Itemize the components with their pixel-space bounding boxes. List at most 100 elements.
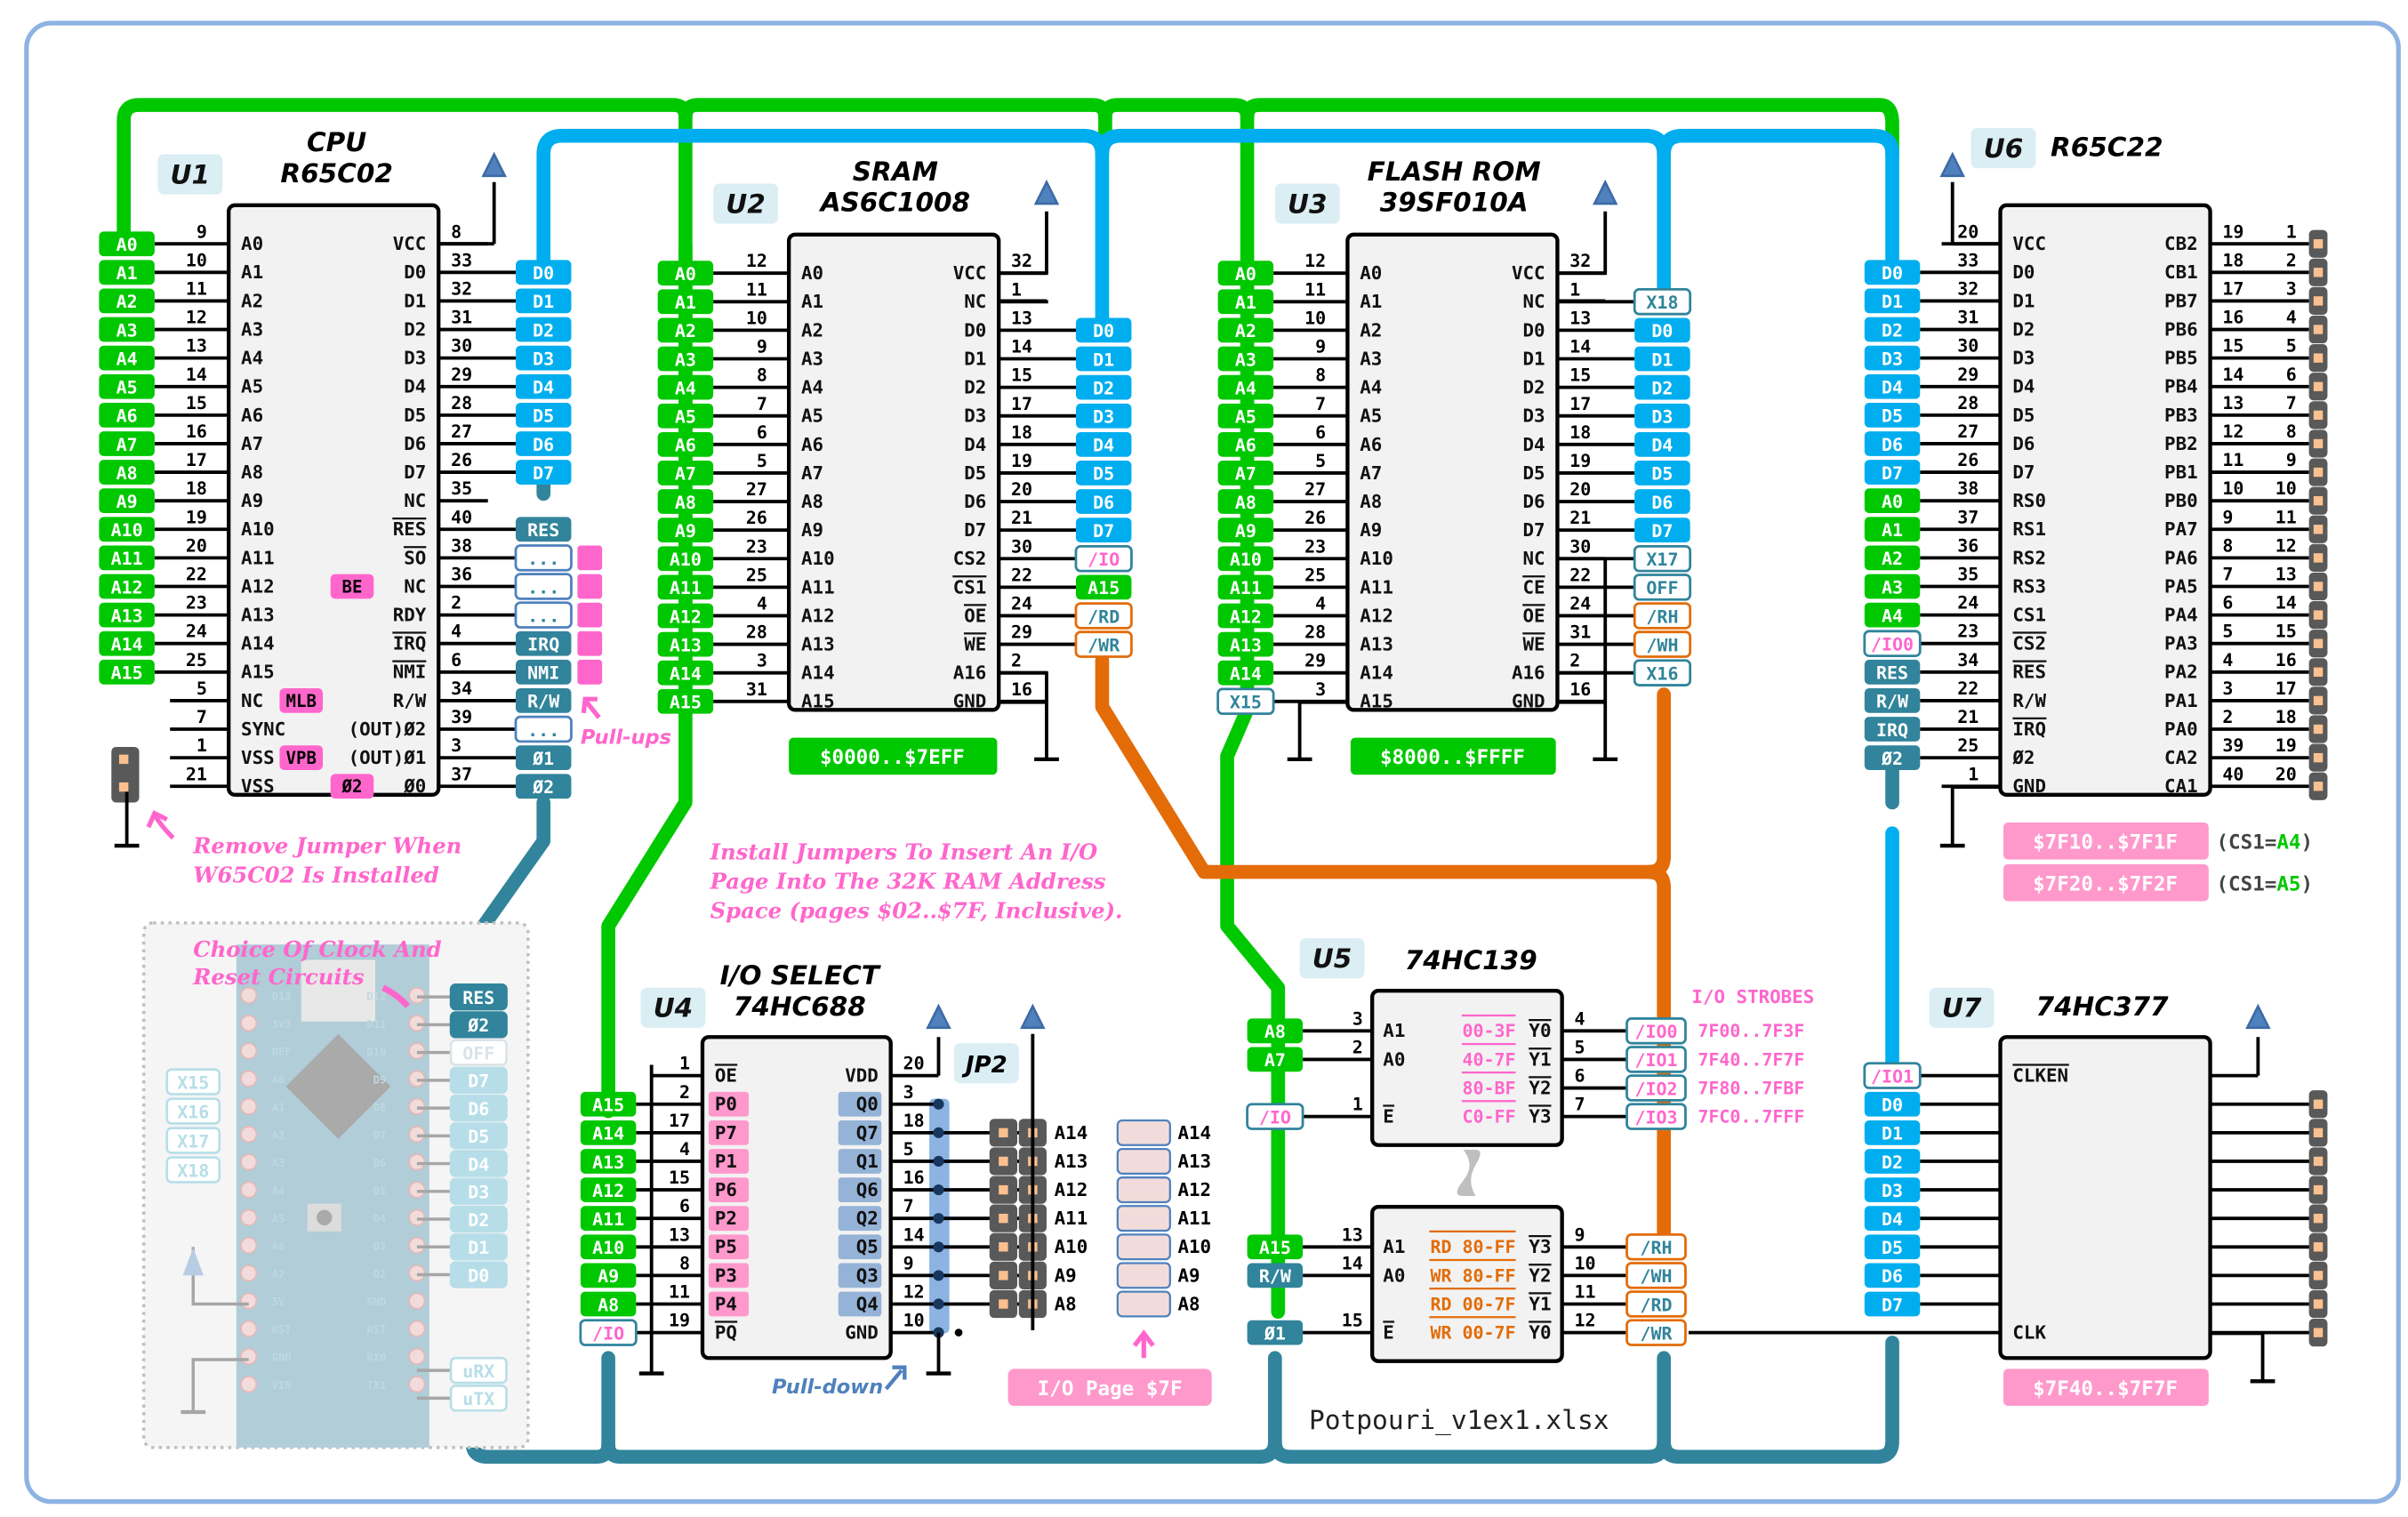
pin-highlight xyxy=(838,1177,882,1202)
net-A0-box xyxy=(1864,488,1921,514)
pin-name: PB2 xyxy=(2164,433,2198,454)
net-D5-text: D5 xyxy=(1651,463,1673,485)
file-name-label: Potpouri_v1ex1.xlsx xyxy=(1309,1405,1609,1436)
pin-number: 26 xyxy=(1957,449,1979,470)
net-A12-box xyxy=(1217,603,1274,629)
net-A10-text: A10 xyxy=(592,1237,624,1258)
pin-number: 14 xyxy=(2222,364,2243,385)
usb-connector xyxy=(301,959,376,1022)
pin-name: PA3 xyxy=(2164,633,2198,654)
net--text: ... xyxy=(527,719,559,741)
pin-name: PB1 xyxy=(2164,462,2198,483)
header-pad xyxy=(2313,752,2324,763)
pin-name: A9 xyxy=(1360,519,1382,541)
net-A7-text: A7 xyxy=(1264,1049,1286,1071)
net-D5-box xyxy=(1864,402,1921,428)
pin-number: 20 xyxy=(1569,478,1591,500)
arduino-net-tag xyxy=(449,983,508,1011)
decode-range: 00-3F xyxy=(1463,1020,1516,1041)
net-A3-box xyxy=(1864,574,1921,599)
net-D2-box xyxy=(1634,374,1690,400)
jumper-address-label: A14 xyxy=(1055,1122,1088,1144)
vcc-arrow-icon xyxy=(1592,179,1618,205)
net-D5-box xyxy=(1864,1234,1921,1260)
net-A5-box xyxy=(657,403,714,429)
net-IO3-box xyxy=(1625,1103,1687,1130)
pin-number: 38 xyxy=(1957,478,1979,499)
pin-number: 6 xyxy=(451,649,462,670)
pin-name: A5 xyxy=(241,376,263,397)
pin-number: 19 xyxy=(2222,221,2243,242)
pin-name: A7 xyxy=(241,433,263,454)
net-D4-text: D4 xyxy=(1882,1208,1903,1230)
header-pin-number: 17 xyxy=(2276,678,2297,699)
header-pad xyxy=(2313,438,2324,449)
net-RW-box xyxy=(1247,1263,1304,1288)
net-RD-box xyxy=(1625,1290,1687,1318)
net-IRQ-box xyxy=(1864,717,1921,742)
net-A6-box xyxy=(1217,431,1274,457)
pin-number: 6 xyxy=(757,421,767,443)
pin-number: 20 xyxy=(186,534,207,556)
pin-name: CS2 xyxy=(953,548,987,569)
unused-net-label: X16 xyxy=(177,1101,209,1122)
pin-name: OE xyxy=(964,605,986,626)
pin-number: 22 xyxy=(186,564,207,585)
net-WR-box xyxy=(1074,630,1133,658)
pin-name: A9 xyxy=(241,490,263,511)
pin-name: Ø2 xyxy=(2011,747,2035,768)
pin-name: A8 xyxy=(1360,491,1382,512)
net-D4-text: D4 xyxy=(1882,377,1903,398)
net-RES-text: RES xyxy=(1876,662,1908,684)
pin-number: 32 xyxy=(1957,277,1979,299)
chip-part-number: AS6C1008 xyxy=(819,188,970,218)
net-D0-text: D0 xyxy=(1882,262,1903,284)
pin-number: 13 xyxy=(1342,1224,1363,1245)
pin-number: 4 xyxy=(679,1138,690,1160)
arduino-pin-name: A7 xyxy=(272,1268,285,1280)
net-A13-text: A13 xyxy=(111,605,143,626)
net-IRQ-box xyxy=(515,630,572,656)
header-pin-number: 20 xyxy=(2276,763,2297,784)
chip-part-number: 39SF010A xyxy=(1380,188,1529,218)
header-pad xyxy=(999,1184,1008,1195)
install-jumpers-note: Page Into The 32K RAM Address xyxy=(710,869,1106,895)
arrow-icon xyxy=(381,984,411,1008)
net-A13-box xyxy=(580,1149,637,1174)
net-A9-text: A9 xyxy=(116,491,138,512)
header-pad xyxy=(999,1271,1008,1280)
jumper-shunt-label: A9 xyxy=(1177,1264,1200,1286)
net-A9-box xyxy=(580,1263,637,1288)
break-symbol-icon xyxy=(1457,1149,1481,1197)
header-pad xyxy=(2313,553,2324,563)
arduino-pin-name: 5V xyxy=(272,1296,285,1308)
net-D3-text: D3 xyxy=(1882,1180,1903,1201)
net-D1-text: D1 xyxy=(533,291,554,312)
pin-name: A12 xyxy=(801,605,835,626)
pin-highlight xyxy=(708,1291,750,1317)
header-pad xyxy=(2313,1128,2324,1138)
net-RES-box xyxy=(515,517,572,542)
pin-name: D7 xyxy=(1522,519,1545,541)
pin-name: CA1 xyxy=(2164,775,2198,797)
chip-title: FLASH ROM xyxy=(1368,157,1541,187)
pin-name: P6 xyxy=(715,1179,737,1200)
header-pin-number: 15 xyxy=(2276,621,2297,642)
pin-number: 36 xyxy=(451,564,472,585)
net-A9-box xyxy=(657,518,714,543)
pin-number: 3 xyxy=(1352,1007,1363,1029)
pin-number: 29 xyxy=(1957,364,1979,385)
ref-label: U4 xyxy=(654,993,693,1023)
net--box xyxy=(514,573,573,600)
pin-name: A5 xyxy=(1360,405,1382,427)
chip-part-number: 74HC688 xyxy=(734,991,866,1022)
pin-name: VSS xyxy=(241,747,275,768)
net-A3-text: A3 xyxy=(1235,349,1256,370)
net-D6-text: D6 xyxy=(1882,1265,1903,1287)
pin-name: Y2 xyxy=(1529,1077,1551,1098)
pin-highlight xyxy=(708,1149,750,1174)
net-X17-text: X17 xyxy=(1646,549,1678,570)
arduino-pin-name: D3 xyxy=(373,1240,387,1253)
net-A8-text: A8 xyxy=(598,1294,619,1315)
pin-name: D1 xyxy=(964,348,986,369)
